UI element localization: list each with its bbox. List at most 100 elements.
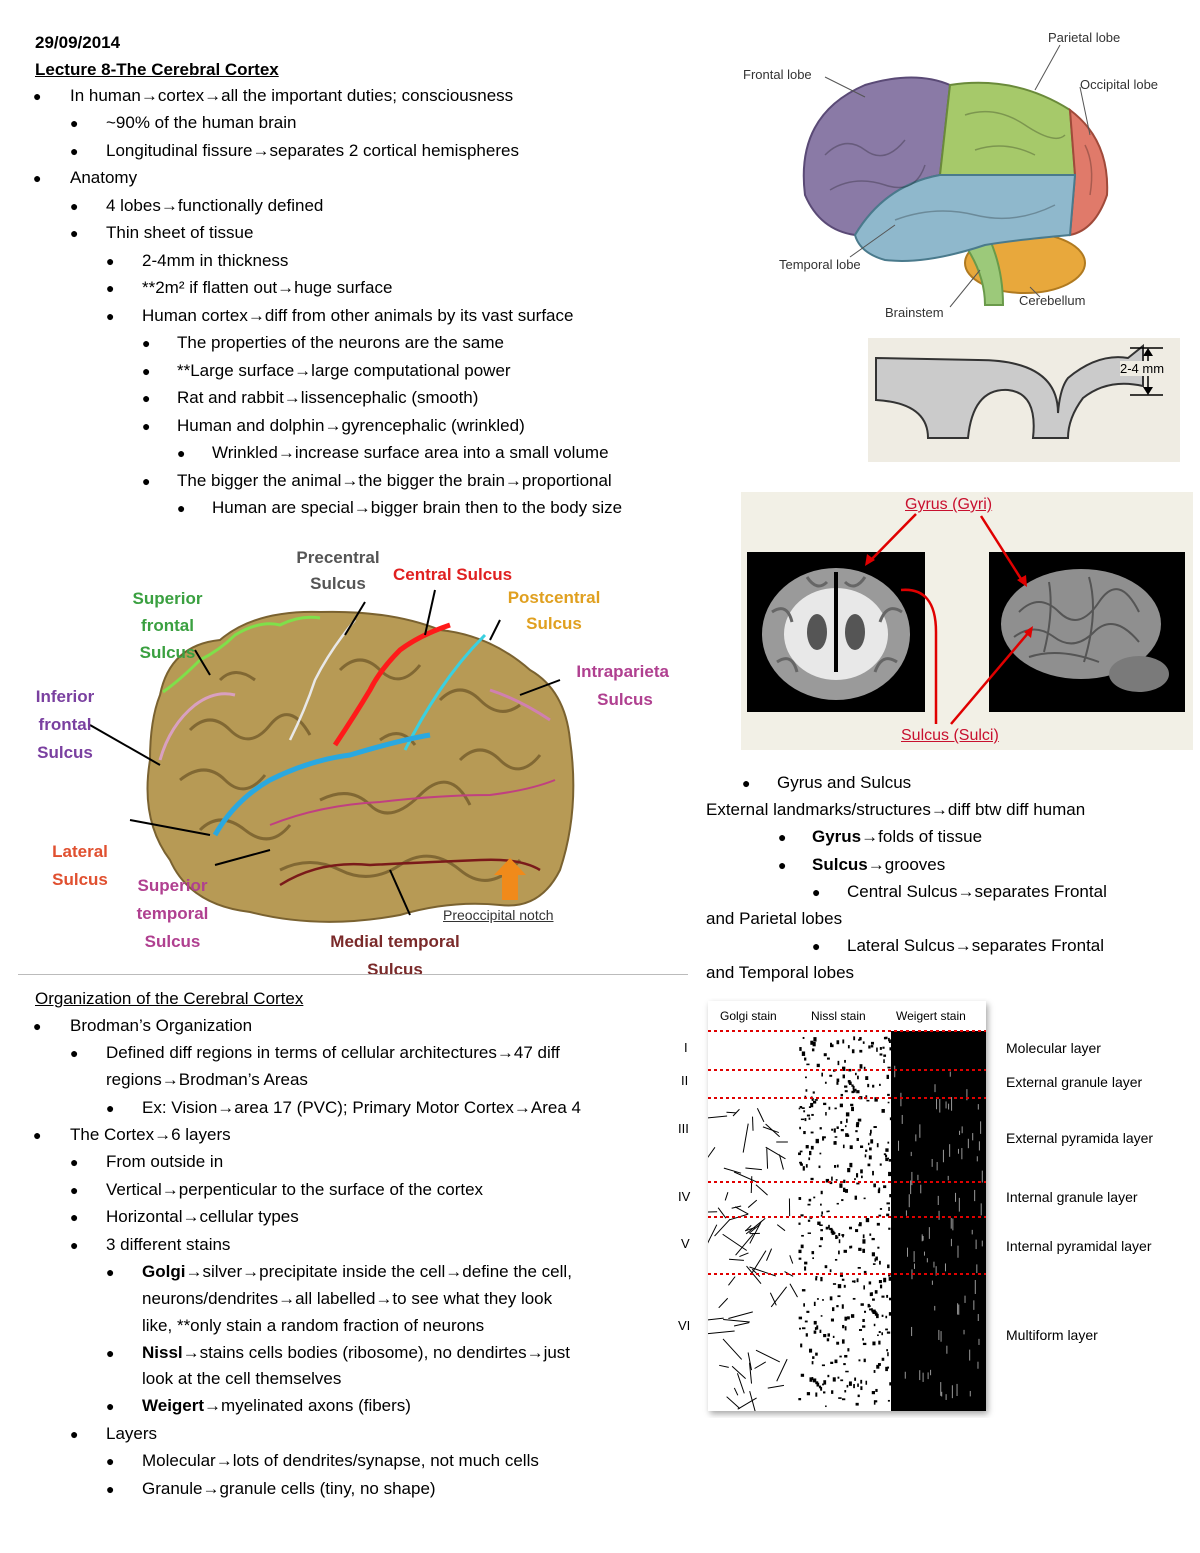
thickness-label: 2-4 mm (1120, 361, 1165, 376)
bullet-icon: ● (70, 143, 79, 159)
stain-label: Golgi stain (720, 1009, 777, 1023)
list-item: **2m² if flatten out→huge surface (142, 278, 393, 297)
brain-surface-illustration (1001, 569, 1169, 692)
list-item: Rat and rabbit→lissencephalic (smooth) (177, 388, 479, 407)
bullet-icon: ● (70, 1154, 79, 1170)
bullet-icon: ● (778, 829, 787, 845)
layer-name: Multiform layer (1006, 1327, 1098, 1343)
bullet-icon: ● (812, 884, 821, 900)
bullet-icon: ● (142, 363, 151, 379)
bullet-icon: ● (70, 1426, 79, 1442)
lobe-label: Parietal lobe (1048, 30, 1121, 45)
term: Nissl (142, 1343, 183, 1362)
bullet-icon: ● (70, 198, 79, 214)
list-item: Weigert→myelinated axons (fibers) (142, 1396, 411, 1416)
list-item: Brodman’s Organization (70, 1016, 253, 1035)
list-item: Sulcus→grooves (812, 855, 945, 875)
bullet-icon: ● (106, 280, 115, 296)
lobe-label: Occipital lobe (1080, 77, 1159, 92)
bullet-icon: ● (70, 225, 79, 241)
list-item: ~90% of the human brain (106, 113, 297, 132)
lobe-label: Brainstem (885, 305, 944, 320)
bullet-icon: ● (142, 418, 151, 434)
sulcus-label: Inferior frontal Sulcus (35, 687, 95, 762)
page-title: Lecture 8-The Cerebral Cortex (35, 60, 279, 79)
bullet-icon: ● (812, 938, 821, 954)
bullet-icon: ● (106, 1398, 115, 1414)
list-item: Molecular→lots of dendrites/synapse, not… (142, 1451, 539, 1470)
list-item: Human cortex→diff from other animals by … (142, 306, 574, 325)
definition: →folds of tissue (861, 827, 983, 846)
list-item: Anatomy (70, 168, 138, 187)
list-item-continued: and Parietal lobes (706, 909, 843, 928)
list-item: Human and dolphin→gyrencephalic (wrinkle… (177, 416, 525, 435)
list-item: 4 lobes→functionally defined (106, 196, 324, 215)
sulcus-label: Superior temporal Sulcus (136, 876, 209, 951)
layer-numeral: V (681, 1236, 690, 1251)
list-item: Gyrus→folds of tissue (812, 827, 982, 847)
bullet-icon: ● (106, 253, 115, 269)
list-item: The Cortex→6 layers (70, 1125, 231, 1144)
sulcus-label: Central Sulcus (393, 565, 513, 584)
list-item: 3 different stains (106, 1235, 231, 1254)
bullet-icon: ● (778, 857, 787, 873)
list-item: Central Sulcus→separates Frontal (847, 882, 1107, 901)
gyrus-sulcus-arrows (865, 513, 1033, 725)
section-heading: Organization of the Cerebral Cortex (35, 989, 304, 1008)
bullet-icon: ● (70, 1045, 79, 1061)
list-item-continued: look at the cell themselves (142, 1369, 342, 1388)
bullet-icon: ● (70, 1237, 79, 1253)
list-item: Defined diff regions in terms of cellula… (106, 1043, 560, 1062)
bullet-icon: ● (70, 115, 79, 131)
term: Weigert (142, 1396, 205, 1415)
list-item: Nissl→stains cells bodies (ribosome), no… (142, 1343, 570, 1363)
bullet-icon: ● (142, 335, 151, 351)
definition: →myelinated axons (fibers) (204, 1396, 411, 1415)
list-item: External landmarks/structures→diff btw d… (706, 800, 1086, 819)
stain-label: Weigert stain (896, 1009, 966, 1023)
list-item-continued: like, **only stain a random fraction of … (142, 1316, 485, 1335)
sulcus-label: Postcentral Sulcus (507, 588, 601, 633)
list-item: Vertical→perpenticular to the surface of… (106, 1180, 484, 1199)
list-item: In human→cortex→all the important duties… (70, 86, 514, 105)
layer-name: Internal pyramidal layer (1006, 1238, 1152, 1254)
bullet-icon: ● (106, 1264, 115, 1280)
layer-name: External granule layer (1006, 1074, 1143, 1090)
sulcus-label: Medial temporal Sulcus (330, 932, 460, 979)
bullet-icon: ● (142, 390, 151, 406)
sulcus-label: Sulcus (Sulci) (901, 727, 999, 744)
definition: →stains cells bodies (ribosome), no dend… (182, 1343, 571, 1362)
gyrus-sulcus-figure: Gyrus (Gyri) Sulcus (Sulci) (741, 492, 1193, 750)
bullet-icon: ● (70, 1182, 79, 1198)
date: 29/09/2014 (35, 33, 121, 52)
layer-numeral: II (681, 1073, 689, 1088)
bullet-icon: ● (33, 1018, 42, 1034)
list-item: The properties of the neurons are the sa… (177, 333, 504, 352)
bullet-icon: ● (70, 1209, 79, 1225)
stain-illustration (698, 1030, 986, 1418)
layer-numeral: III (678, 1121, 689, 1136)
bullet-icon: ● (106, 308, 115, 324)
layer-numeral: VI (678, 1318, 691, 1333)
list-item: Longitudinal fissure→separates 2 cortica… (106, 141, 519, 160)
lobe-label: Cerebellum (1019, 293, 1086, 308)
brain-sulci-illustration (89, 589, 575, 923)
bullet-icon: ● (33, 88, 42, 104)
lobe-label: Frontal lobe (743, 67, 812, 82)
sulci-figure: Precentral Sulcus Central Sulcus Postcen… (20, 540, 670, 980)
list-item: Golgi→silver→precipitate inside the cell… (142, 1262, 572, 1282)
term: Golgi (142, 1262, 186, 1281)
bullet-icon: ● (177, 500, 186, 516)
list-item: From outside in (106, 1152, 224, 1171)
sulcus-label: Superior frontal Sulcus (132, 589, 203, 662)
list-item-continued: regions→Brodman’s Areas (106, 1070, 308, 1089)
bullet-icon: ● (742, 775, 751, 791)
sulcus-label: Preoccipital notch (443, 907, 554, 923)
cortex-fold-illustration (875, 343, 1163, 439)
section-divider (18, 974, 688, 975)
layer-name: Internal granule layer (1006, 1189, 1138, 1205)
sulcus-label: Lateral Sulcus (52, 842, 108, 889)
bullet-icon: ● (106, 1481, 115, 1497)
layer-name: Molecular layer (1006, 1040, 1101, 1056)
list-item: Lateral Sulcus→separates Frontal (847, 936, 1105, 955)
